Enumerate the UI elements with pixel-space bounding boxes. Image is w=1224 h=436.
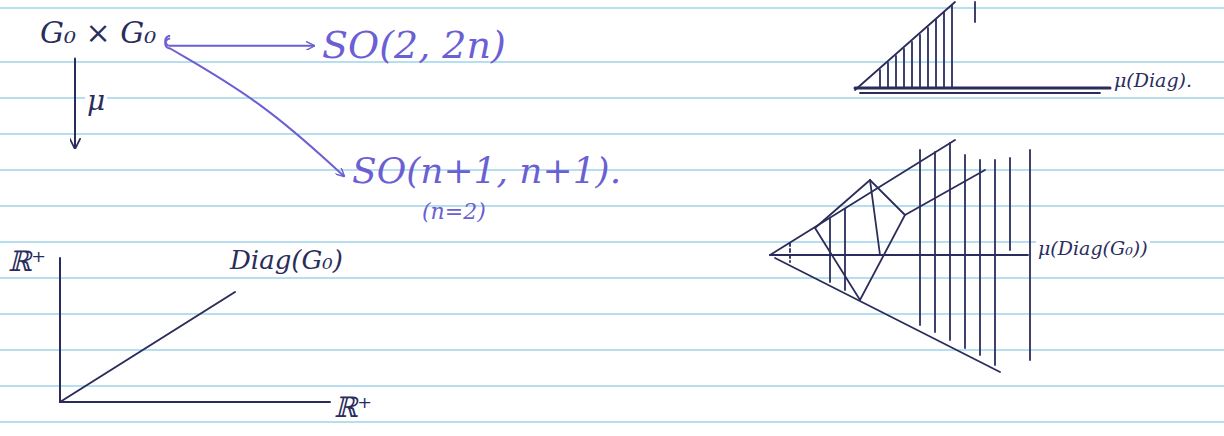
target-group: SO(n+1, n+1). (n=2) — [352, 150, 621, 225]
diag-image-figure — [855, 2, 1110, 93]
cone-figure — [770, 140, 1030, 372]
quadrant-plot: ℝ⁺ Diag(G₀) ℝ⁺ — [8, 150, 400, 428]
axis-label: ℝ⁺ — [8, 246, 46, 278]
axis-label: ℝ⁺ — [334, 392, 372, 424]
group-product: G₀ × G₀ — [40, 16, 156, 51]
target-group: SO(2, 2n) — [322, 24, 506, 68]
ruled-lines — [0, 8, 1224, 422]
diagonal-label: Diag(G₀) — [230, 246, 343, 276]
map-name: μ — [85, 85, 107, 117]
arrow-hook — [165, 39, 170, 49]
parameter-note: (n=2) — [422, 199, 621, 224]
map-arrow — [74, 59, 76, 149]
inclusion-arrow — [170, 49, 344, 177]
inclusion-arrow — [170, 45, 314, 47]
image-label: μ(Diag(G₀)) — [1036, 238, 1150, 260]
image-label: μ(Diag). — [1112, 70, 1194, 92]
quadrant-axes — [60, 258, 330, 402]
math-label: SO(n+1, n+1). — [352, 150, 621, 191]
math-label: G₀ × G₀ — [40, 16, 156, 51]
math-label: SO(2, 2n) — [322, 24, 506, 68]
